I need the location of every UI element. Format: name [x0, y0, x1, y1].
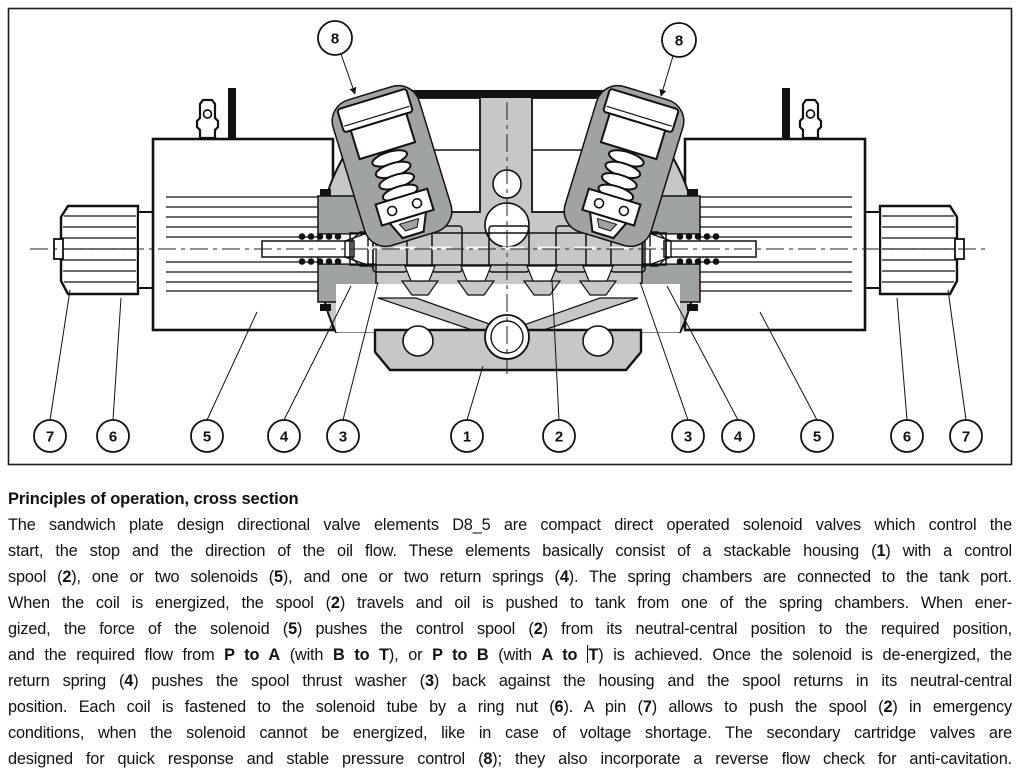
callout-7-right: 7 [949, 419, 983, 453]
text-line: gized, the force of the solenoid (5) pus… [8, 620, 1012, 638]
text-line: return spring (4) pushes the spool thrus… [8, 672, 1012, 690]
callout-6-right: 6 [890, 419, 924, 453]
text-line: position. Each coil is fastened to the s… [8, 698, 1013, 716]
callout-6-left: 6 [96, 419, 130, 453]
svg-text:8: 8 [675, 33, 683, 50]
figure-area: 8 8 7 6 5 4 3 1 2 3 4 5 6 7 [7, 7, 1013, 466]
svg-text:4: 4 [734, 429, 743, 446]
article: Principles of operation, cross section T… [8, 486, 1012, 772]
text-line: When the coil is energized, the spool (2… [8, 594, 1012, 612]
bolt-hole-left [402, 325, 434, 357]
callout-5-left: 5 [190, 419, 224, 453]
valve-cross-section-figure: 8 8 7 6 5 4 3 1 2 3 4 5 6 7 [7, 7, 1013, 466]
bolt-hole-right [582, 325, 614, 357]
svg-text:2: 2 [555, 429, 563, 446]
text-line: The sandwich plate design directional va… [8, 516, 1012, 534]
svg-text:5: 5 [813, 429, 821, 446]
callout-4-left: 4 [267, 419, 301, 453]
article-body: The sandwich plate design directional va… [8, 512, 1012, 772]
callout-3-right: 3 [671, 419, 705, 453]
svg-text:8: 8 [331, 31, 339, 48]
top-clamp-bar [383, 90, 633, 98]
callout-7-left: 7 [33, 419, 67, 453]
leader-lines [49, 53, 967, 421]
svg-text:6: 6 [903, 429, 911, 446]
text-cursor [586, 645, 589, 663]
callout-8-right: 8 [661, 22, 697, 58]
svg-text:3: 3 [339, 429, 347, 446]
callout-2: 2 [542, 419, 576, 453]
svg-text:7: 7 [46, 429, 54, 446]
svg-text:3: 3 [684, 429, 692, 446]
text-line: designed for quick response and stable p… [8, 750, 1012, 768]
housing-bottom [336, 280, 680, 372]
callout-4-right: 4 [721, 419, 755, 453]
text-line: spool (2), one or two solenoids (5), and… [8, 568, 1012, 586]
callout-8-left: 8 [317, 20, 353, 56]
svg-text:1: 1 [463, 429, 471, 446]
article-heading: Principles of operation, cross section [8, 490, 299, 508]
callout-1: 1 [450, 419, 484, 453]
svg-text:7: 7 [962, 429, 970, 446]
svg-text:6: 6 [109, 429, 117, 446]
callout-3-left: 3 [326, 419, 360, 453]
svg-text:5: 5 [203, 429, 211, 446]
svg-text:4: 4 [280, 429, 289, 446]
callout-5-right: 5 [800, 419, 834, 453]
text-line: start, the stop and the direction of the… [8, 542, 1013, 560]
text-line: conditions, when the solenoid cannot be … [8, 724, 1012, 742]
text-line: and the required flow from P to A (with … [8, 645, 1013, 664]
